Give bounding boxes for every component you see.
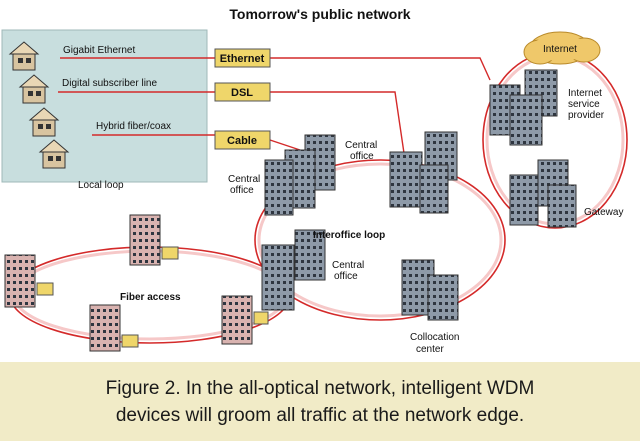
- building-fiber-access-top: [129, 214, 179, 266]
- caption-line-2: devices will groom all traffic at the ne…: [115, 404, 525, 426]
- diagram-title: Tomorrow's public network: [229, 6, 411, 22]
- local-loop-gigabit-label: Gigabit Ethernet: [63, 45, 135, 56]
- central-office-c-label-1: Central: [332, 260, 364, 271]
- building-cluster-central-office-mid: [261, 229, 326, 311]
- houses: [8, 41, 70, 169]
- gateway-label: Gateway: [584, 207, 623, 218]
- access-box-dsl: DSL: [214, 82, 271, 102]
- building-cluster-central-office-top: [264, 134, 336, 216]
- house-icon: [28, 107, 60, 137]
- building-fiber-access-bottom-left: [89, 304, 139, 352]
- internet-cloud: Internet: [523, 31, 601, 65]
- access-box-cable: Cable: [214, 130, 271, 150]
- building-cluster-isp: [489, 69, 558, 146]
- building-fiber-access-left: [4, 254, 54, 308]
- interoffice-ring: [254, 159, 506, 321]
- building-cluster-central-office-right: [389, 131, 458, 214]
- local-loop-links: [58, 57, 491, 161]
- isp-label-1: Internet: [568, 88, 602, 99]
- access-box-ethernet: Ethernet: [214, 48, 271, 68]
- local-loop-panel: [1, 29, 208, 183]
- house-icon: [8, 41, 40, 71]
- house-icon: [18, 74, 50, 104]
- central-office-a-label-2: office: [350, 151, 374, 162]
- local-loop-dsl-label: Digital subscriber line: [62, 78, 157, 89]
- collocation-label-2: center: [416, 344, 444, 355]
- building-cluster-gateway: [509, 159, 577, 228]
- collocation-label-1: Collocation: [410, 332, 459, 343]
- house-icon: [38, 139, 70, 169]
- svg-text:Ethernet: Ethernet: [220, 53, 265, 65]
- building-fiber-access-bottom-right: [221, 295, 269, 345]
- central-office-b-label-1: Central: [228, 174, 260, 185]
- local-loop-hfc-label: Hybrid fiber/coax: [96, 121, 171, 132]
- central-office-b-label-2: office: [230, 185, 254, 196]
- svg-text:Cable: Cable: [227, 135, 257, 147]
- caption-line-1: Figure 2. In the all-optical network, in…: [105, 377, 535, 399]
- figure-caption: Figure 2. In the all-optical network, in…: [0, 362, 640, 441]
- fiber-access-label: Fiber access: [120, 292, 181, 303]
- interoffice-loop-label: Interoffice loop: [313, 230, 385, 241]
- svg-text:DSL: DSL: [231, 87, 253, 99]
- isp-label-2: service: [568, 99, 600, 110]
- internet-label: Internet: [543, 44, 577, 55]
- central-office-a-label-1: Central: [345, 140, 377, 151]
- isp-label-3: provider: [568, 110, 605, 121]
- building-cluster-collocation: [401, 259, 459, 321]
- central-office-c-label-2: office: [334, 271, 358, 282]
- local-loop-label: Local loop: [78, 180, 124, 191]
